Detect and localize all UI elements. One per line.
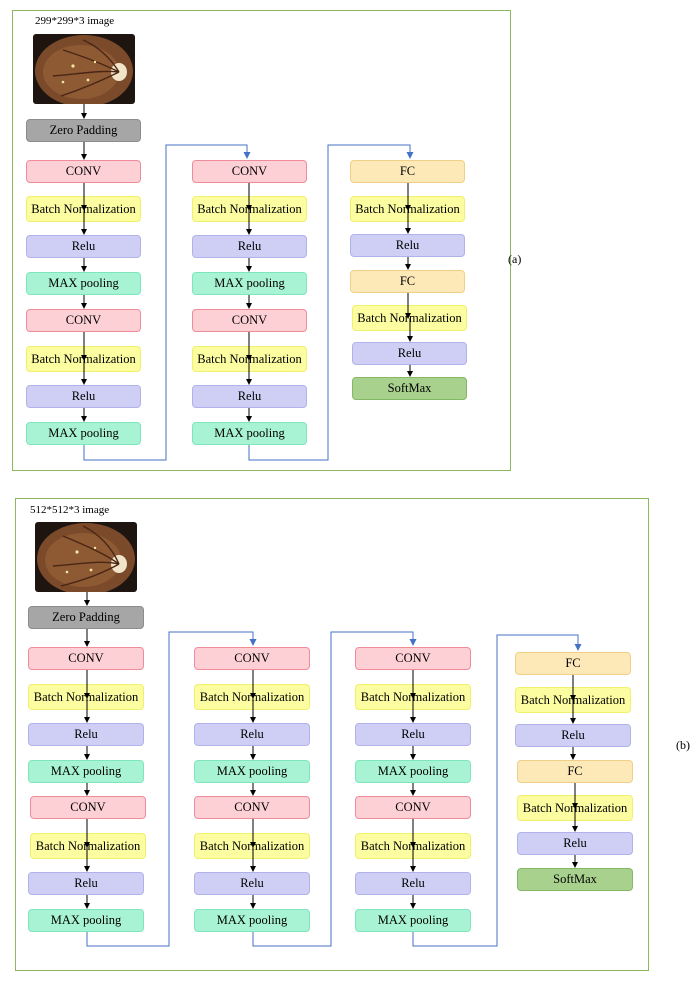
panel-a-column-links [83,144,414,461]
b-col2-conv-2: CONV [194,796,310,819]
panel-b-fundus-image [35,522,137,592]
b-zero-padding: Zero Padding [28,606,144,629]
b-col4-fc-1: FC [515,652,631,675]
a-col1-conv-2: CONV [26,309,141,332]
a-col2-conv-2: CONV [192,309,307,332]
a-col3-relu-2: Relu [352,342,467,365]
b-col4-relu-2: Relu [517,832,633,855]
b-col3-relu-2: Relu [355,872,471,895]
b-col4-relu-1: Relu [515,724,631,747]
a-col1-conv-1: CONV [26,160,141,183]
panel-a-flow-arrows [81,104,413,422]
b-col2-max-pooling-1: MAX pooling [194,760,310,783]
a-col3-relu-1: Relu [350,234,465,257]
a-col2-max-pooling-2: MAX pooling [192,422,307,445]
a-col2-conv-1: CONV [192,160,307,183]
a-col3-softmax: SoftMax [352,377,467,400]
a-col1-relu-2: Relu [26,385,141,408]
b-col2-relu-1: Relu [194,723,310,746]
b-col4-fc-2: FC [517,760,633,783]
a-col3-fc-2: FC [350,270,465,293]
panel-b-label: (b) [676,738,690,752]
b-col3-conv-1: CONV [355,647,471,670]
a-col3-fc-1: FC [350,160,465,183]
b-col2-conv-1: CONV [194,647,310,670]
b-col1-relu-2: Relu [28,872,144,895]
panel-a-image-caption: 299*299*3 image [35,15,115,27]
b-col2-max-pooling-2: MAX pooling [194,909,310,932]
a-col2-relu-2: Relu [192,385,307,408]
panel-b-frame [15,498,649,971]
a-col1-max-pooling-2: MAX pooling [26,422,141,445]
panel-b-image-caption: 512*512*3 image [30,504,110,516]
a-col2-relu-1: Relu [192,235,307,258]
a-col1-max-pooling-1: MAX pooling [26,272,141,295]
a-col1-relu-1: Relu [26,235,141,258]
b-col1-max-pooling-2: MAX pooling [28,909,144,932]
b-col4-softmax: SoftMax [517,868,633,891]
b-col3-max-pooling-1: MAX pooling [355,760,471,783]
b-col1-conv-1: CONV [28,647,144,670]
b-col1-conv-2: CONV [30,796,146,819]
panel-b-column-links [86,631,582,947]
b-col3-max-pooling-2: MAX pooling [355,909,471,932]
a-col2-max-pooling-1: MAX pooling [192,272,307,295]
b-col1-relu-1: Relu [28,723,144,746]
b-col2-relu-2: Relu [194,872,310,895]
b-col3-relu-1: Relu [355,723,471,746]
a-zero-padding: Zero Padding [26,119,141,142]
panel-a-frame [12,10,511,471]
panel-b-flow-arrows [84,592,578,909]
panel-a-label: (a) [508,252,522,266]
panel-a-fundus-image [33,34,135,104]
b-col1-max-pooling-1: MAX pooling [28,760,144,783]
b-col3-conv-2: CONV [355,796,471,819]
